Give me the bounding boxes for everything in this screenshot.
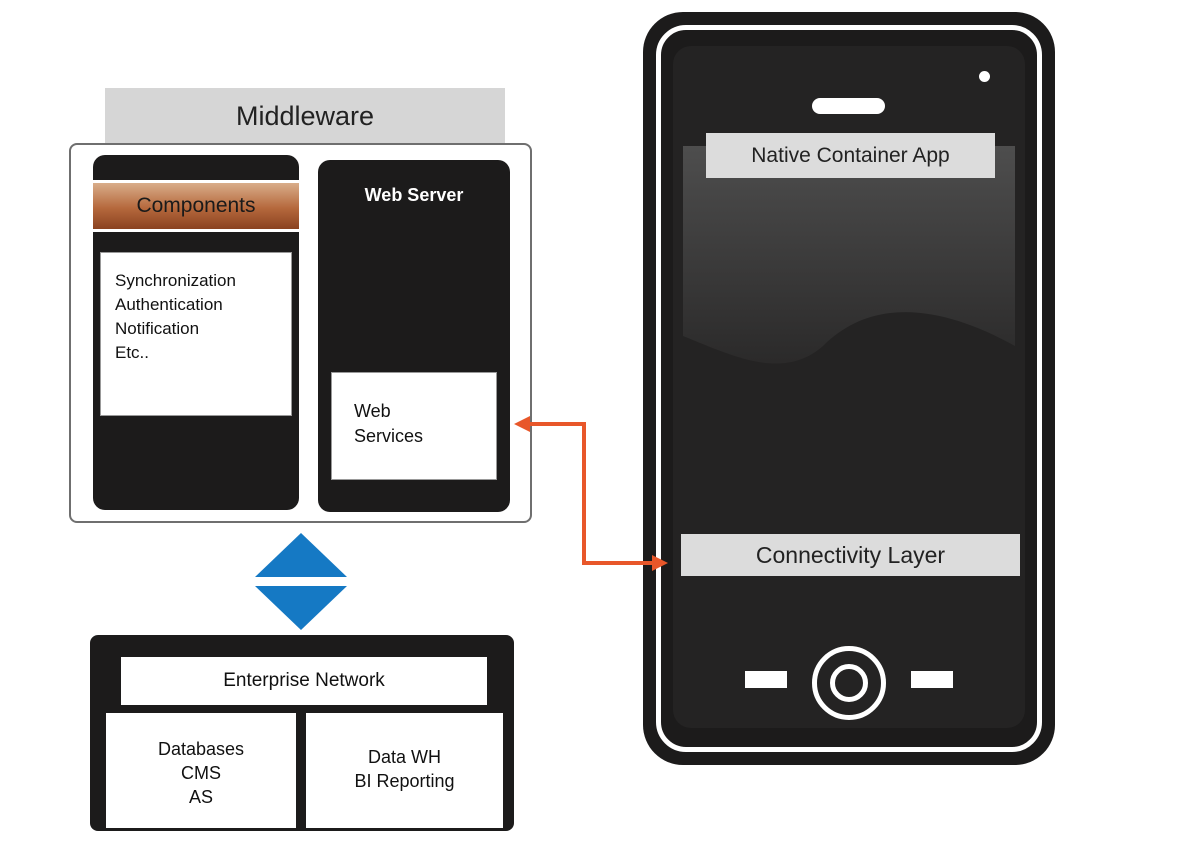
middleware-label: Middleware	[105, 88, 505, 144]
enterprise-line: CMS	[181, 763, 221, 783]
web-services-line: Services	[354, 426, 424, 446]
enterprise-line: AS	[188, 787, 213, 807]
enterprise-line: BI Reporting	[354, 771, 455, 791]
components-list: Synchronization Authentication Notificat…	[100, 252, 292, 416]
phone-bezel-ring	[656, 25, 1042, 752]
phone-speaker	[812, 98, 885, 114]
soft-key-right	[911, 671, 953, 688]
component-item: Authentication	[115, 295, 223, 314]
up-down-arrows-icon	[255, 533, 347, 630]
phone-camera	[979, 71, 990, 82]
enterprise-network-label: Enterprise Network	[223, 670, 385, 691]
connectivity-layer-text: Connectivity Layer	[755, 541, 946, 568]
connectivity-layer-label: Connectivity Layer	[681, 534, 1020, 576]
middleware-title: Middleware	[235, 100, 375, 131]
component-item: Synchronization	[115, 271, 236, 290]
enterprise-line: Data WH	[367, 747, 441, 767]
web-services-box: Web Services	[331, 372, 497, 480]
home-button-icon	[812, 646, 886, 720]
native-container-app-label: Native Container App	[706, 133, 995, 178]
components-header: Components	[93, 180, 299, 232]
web-services-line: Web	[354, 401, 391, 421]
enterprise-databases-cell: Databases CMS AS	[106, 713, 296, 828]
native-container-app-text: Native Container App	[751, 143, 950, 167]
enterprise-line: Databases	[157, 739, 245, 759]
enterprise-reporting-cell: Data WH BI Reporting	[306, 713, 503, 828]
soft-key-left	[745, 671, 787, 688]
component-item: Etc..	[115, 343, 150, 362]
components-title: Components	[136, 194, 256, 217]
web-server-title: Web Server	[364, 185, 464, 205]
web-services-connector	[514, 416, 668, 571]
screen-gloss	[683, 146, 1015, 364]
component-item: Notification	[115, 319, 200, 338]
enterprise-network-title: Enterprise Network	[121, 657, 487, 705]
